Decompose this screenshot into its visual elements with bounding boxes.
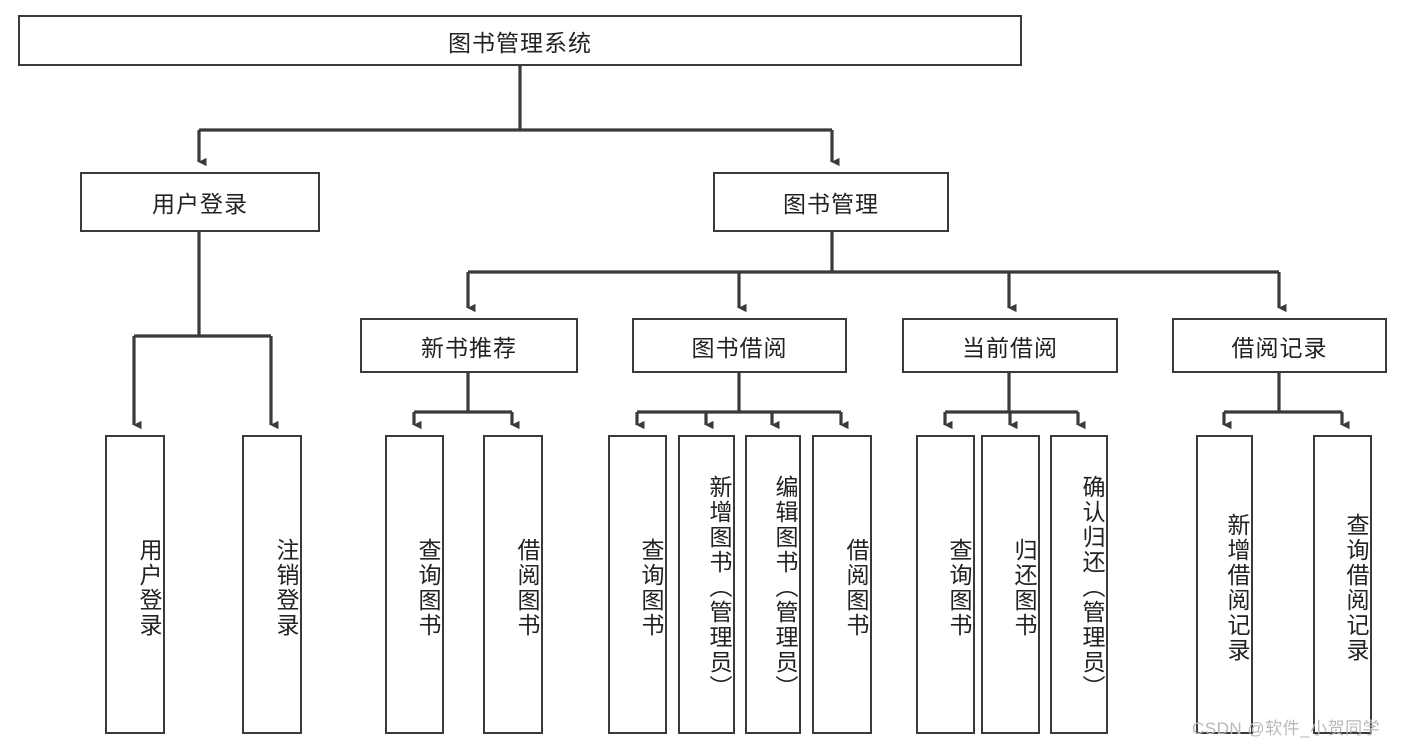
leaf-bw-query-book[interactable]: 查询图书 [608,435,667,734]
leaf-logout-label: 注销登录 [273,537,299,638]
leaf-cu-return-book-label: 归还图书 [1011,537,1037,638]
node-root[interactable]: 图书管理系统 [18,15,1022,66]
leaf-nb-query-book-label: 查询图书 [415,537,441,638]
leaf-bw-edit-book[interactable]: 编辑图书（管理员） [745,435,801,734]
leaf-logout[interactable]: 注销登录 [242,435,302,734]
node-current-borrow[interactable]: 当前借阅 [902,318,1118,373]
node-root-label: 图书管理系统 [448,29,592,56]
node-user-login[interactable]: 用户登录 [80,172,320,232]
leaf-user-login[interactable]: 用户登录 [105,435,165,734]
leaf-cu-confirm-return-label: 确认归还（管理员） [1079,475,1105,700]
leaf-bw-query-book-label: 查询图书 [638,537,664,638]
leaf-bw-add-book[interactable]: 新增图书（管理员） [678,435,735,734]
leaf-bw-edit-book-label: 编辑图书（管理员） [772,475,798,700]
node-borrow-record-label: 借阅记录 [1231,334,1328,361]
leaf-rc-add-record[interactable]: 新增借阅记录 [1196,435,1253,734]
node-borrow-record[interactable]: 借阅记录 [1172,318,1387,373]
leaf-rc-add-record-label: 新增借阅记录 [1224,512,1250,663]
leaf-nb-query-book[interactable]: 查询图书 [385,435,444,734]
leaf-user-login-label: 用户登录 [136,537,162,638]
leaf-nb-borrow-book[interactable]: 借阅图书 [483,435,543,734]
leaf-cu-confirm-return[interactable]: 确认归还（管理员） [1050,435,1108,734]
leaf-bw-lend-book-label: 借阅图书 [843,537,869,638]
node-new-book-recommend[interactable]: 新书推荐 [360,318,578,373]
leaf-cu-return-book[interactable]: 归还图书 [981,435,1040,734]
node-new-book-recommend-label: 新书推荐 [421,334,517,361]
node-book-borrow-label: 图书借阅 [691,334,788,361]
node-book-management-label: 图书管理 [783,191,879,217]
leaf-cu-query-book[interactable]: 查询图书 [916,435,975,734]
node-book-borrow[interactable]: 图书借阅 [632,318,847,373]
node-current-borrow-label: 当前借阅 [962,334,1058,361]
leaf-rc-query-record-label: 查询借阅记录 [1343,512,1369,663]
leaf-nb-borrow-book-label: 借阅图书 [514,537,540,638]
node-book-management[interactable]: 图书管理 [713,172,949,232]
leaf-bw-lend-book[interactable]: 借阅图书 [812,435,872,734]
node-user-login-label: 用户登录 [152,191,248,217]
leaf-rc-query-record[interactable]: 查询借阅记录 [1313,435,1372,734]
leaf-bw-add-book-label: 新增图书（管理员） [706,475,732,700]
leaf-cu-query-book-label: 查询图书 [946,537,972,638]
watermark: CSDN @软件_小贺同学 [1192,719,1381,738]
